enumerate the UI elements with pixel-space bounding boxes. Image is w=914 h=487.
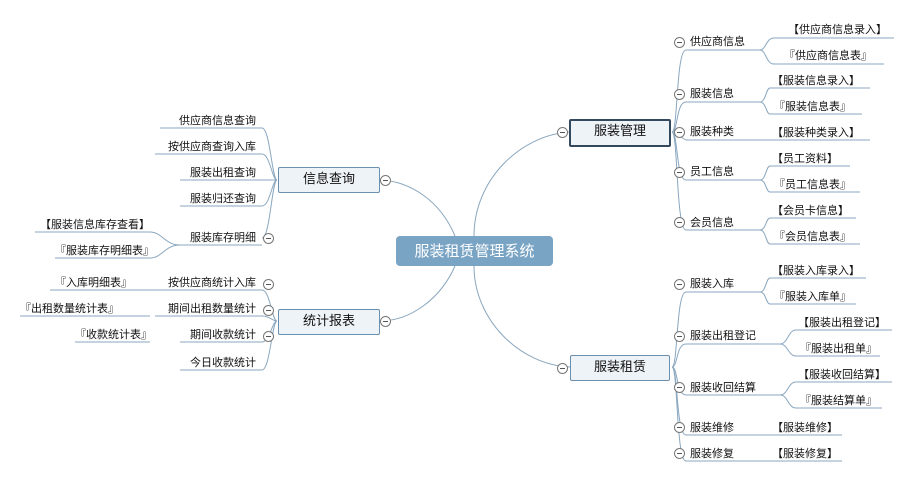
leaf-return-query[interactable]: 服装归还查询: [190, 192, 256, 205]
branch-clothing-management[interactable]: 服装管理: [569, 119, 671, 147]
collapse-toggle-icon[interactable]: [674, 422, 685, 433]
item-return-settlement[interactable]: 服装收回结算: [690, 381, 756, 394]
leaf-settlement-slip[interactable]: 『服装结算单』: [800, 394, 877, 407]
collapse-toggle-icon[interactable]: [263, 305, 274, 316]
leaf-repair[interactable]: 【服装维修】: [772, 421, 838, 434]
item-supplier-info[interactable]: 供应商信息: [690, 35, 745, 48]
leaf-stock-detail-table[interactable]: 『服装库存明细表』: [55, 244, 154, 257]
leaf-clothing-table[interactable]: 『服装信息表』: [774, 100, 851, 113]
leaf-stock-view[interactable]: 【服装信息库存查看】: [40, 218, 150, 231]
leaf-payment-stats[interactable]: 期间收款统计: [190, 328, 256, 341]
leaf-member-table[interactable]: 『会员信息表』: [774, 230, 851, 243]
leaf-payment-stats-table[interactable]: 『收款统计表』: [75, 328, 152, 341]
item-rental-register[interactable]: 服装出租登记: [690, 329, 756, 342]
collapse-toggle-icon[interactable]: [674, 279, 685, 290]
collapse-toggle-icon[interactable]: [380, 175, 391, 186]
leaf-employee-table[interactable]: 『员工信息表』: [774, 178, 851, 191]
collapse-toggle-icon[interactable]: [557, 127, 568, 138]
leaf-restore[interactable]: 【服装修复】: [772, 447, 838, 460]
leaf-supplier-entry[interactable]: 【供应商信息录入】: [788, 23, 887, 36]
branch-rental[interactable]: 服装租赁: [570, 355, 670, 381]
collapse-toggle-icon[interactable]: [674, 167, 685, 178]
leaf-today-payment-stats[interactable]: 今日收款统计: [190, 356, 256, 369]
leaf-rental-query[interactable]: 服装出租查询: [190, 166, 256, 179]
leaf-stock-in-entry[interactable]: 【服装入库录入】: [772, 264, 860, 277]
collapse-toggle-icon[interactable]: [674, 448, 685, 459]
leaf-supplier-stock-in-stats[interactable]: 按供应商统计入库: [168, 276, 256, 289]
item-repair[interactable]: 服装维修: [690, 421, 734, 434]
leaf-rental-count-stats[interactable]: 期间出租数量统计: [168, 302, 256, 315]
collapse-toggle-icon[interactable]: [674, 382, 685, 393]
leaf-employee-profile[interactable]: 【员工资料】: [772, 152, 838, 165]
root-node[interactable]: 服装租赁管理系统: [396, 236, 553, 266]
leaf-supplier-stock-in-query[interactable]: 按供应商查询入库: [168, 140, 256, 153]
item-restore[interactable]: 服装修复: [690, 447, 734, 460]
collapse-toggle-icon[interactable]: [557, 363, 568, 374]
leaf-return-settlement[interactable]: 【服装收回结算】: [798, 368, 886, 381]
branch-report[interactable]: 统计报表: [278, 309, 380, 335]
collapse-toggle-icon[interactable]: [263, 331, 274, 342]
collapse-toggle-icon[interactable]: [674, 127, 685, 138]
leaf-category-entry[interactable]: 【服装种类录入】: [772, 126, 860, 139]
item-stock-in[interactable]: 服装入库: [690, 277, 734, 290]
collapse-toggle-icon[interactable]: [263, 279, 274, 290]
collapse-toggle-icon[interactable]: [674, 37, 685, 48]
item-member-info[interactable]: 会员信息: [690, 216, 734, 229]
leaf-clothing-entry[interactable]: 【服装信息录入】: [772, 74, 860, 87]
leaf-rental-register[interactable]: 【服装出租登记】: [798, 316, 886, 329]
leaf-supplier-query[interactable]: 供应商信息查询: [179, 114, 256, 127]
item-clothing-category[interactable]: 服装种类: [690, 125, 734, 138]
leaf-rental-count-table[interactable]: 『出租数量统计表』: [20, 302, 119, 315]
collapse-toggle-icon[interactable]: [380, 316, 391, 327]
collapse-toggle-icon[interactable]: [263, 233, 274, 244]
leaf-supplier-table[interactable]: 『供应商信息表』: [784, 49, 872, 62]
leaf-stock-in-detail-table[interactable]: 『入库明细表』: [55, 276, 132, 289]
leaf-stock-in-slip[interactable]: 『服装入库单』: [774, 290, 851, 303]
collapse-toggle-icon[interactable]: [674, 217, 685, 228]
item-clothing-info[interactable]: 服装信息: [690, 87, 734, 100]
collapse-toggle-icon[interactable]: [674, 331, 685, 342]
branch-info-query[interactable]: 信息查询: [278, 167, 380, 193]
leaf-stock-detail[interactable]: 服装库存明细: [190, 231, 256, 244]
item-employee-info[interactable]: 员工信息: [690, 165, 734, 178]
collapse-toggle-icon[interactable]: [674, 89, 685, 100]
leaf-member-card[interactable]: 【会员卡信息】: [772, 204, 849, 217]
leaf-rental-slip[interactable]: 『服装出租单』: [800, 342, 877, 355]
